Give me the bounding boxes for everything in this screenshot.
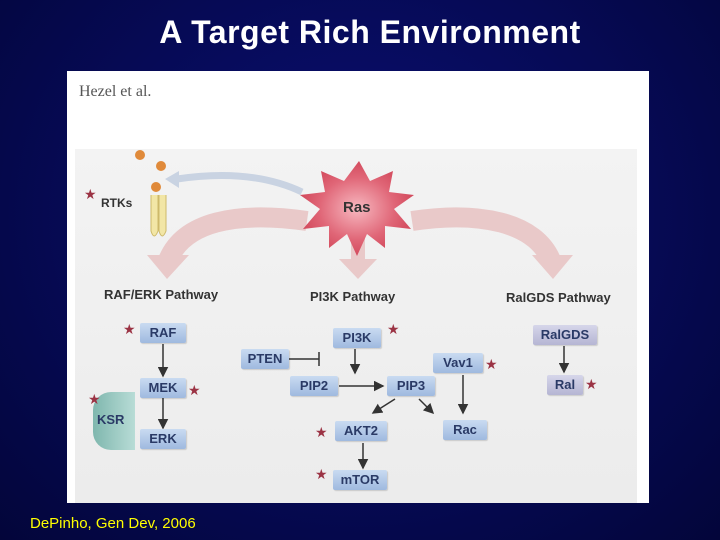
- node-pi3k: PI3K: [333, 328, 381, 348]
- receptor-right-chain: [158, 195, 167, 237]
- node-rac: Rac: [443, 420, 487, 440]
- star-mtor-icon: ★: [315, 466, 328, 482]
- arrow-ras-to-ralgds-head: [532, 255, 573, 279]
- rtks-label: RTKs: [101, 196, 133, 210]
- node-mtor: mTOR: [333, 470, 387, 490]
- citation: DePinho, Gen Dev, 2006: [30, 515, 196, 532]
- star-vav1-icon: ★: [485, 356, 498, 372]
- diagram-graphics: [135, 150, 573, 470]
- node-ral: Ral: [547, 375, 583, 395]
- pathway-ralgds: RalGDS Pathway: [506, 290, 611, 305]
- star-ral-icon: ★: [585, 376, 598, 392]
- arrow-ras-to-rtks: [176, 171, 304, 196]
- arrow-pip3-to-rac: [418, 398, 435, 415]
- arrow-pip3-to-akt2: [371, 398, 396, 414]
- ras-burst: [300, 161, 414, 256]
- node-pten: PTEN: [241, 349, 289, 369]
- star-mek-icon: ★: [188, 382, 201, 398]
- node-mek: MEK: [140, 378, 186, 398]
- arrow-ras-to-raf: [157, 207, 309, 267]
- node-raf: RAF: [140, 323, 186, 343]
- arrow-ras-to-pi3k-head: [339, 259, 377, 279]
- star-pi3k-icon: ★: [387, 321, 400, 337]
- pathway-raf-erk: RAF/ERK Pathway: [104, 287, 219, 302]
- slide-title: A Target Rich Environment: [159, 14, 581, 50]
- node-pip2: PIP2: [290, 376, 338, 396]
- node-vav1: Vav1: [433, 353, 483, 373]
- arrow-ras-to-ralgds: [410, 207, 562, 268]
- node-erk: ERK: [140, 429, 186, 449]
- pathway-pi3k: PI3K Pathway: [310, 289, 396, 304]
- ksr-scaffold: [93, 392, 135, 450]
- star-raf-icon: ★: [123, 321, 136, 337]
- arrow-ras-to-rtks-head: [165, 171, 179, 188]
- ligand-dot-3: [151, 182, 161, 192]
- star-akt2-icon: ★: [315, 424, 328, 440]
- arrow-ras-to-raf-head: [147, 255, 189, 279]
- star-ksr-icon: ★: [88, 391, 101, 407]
- receptor-left-chain: [150, 195, 159, 237]
- ligand-dot-1: [135, 150, 145, 160]
- node-ksr: KSR: [97, 412, 125, 427]
- ras-label: Ras: [343, 199, 371, 216]
- node-ralgds: RalGDS: [533, 325, 597, 345]
- ligand-dot-2: [156, 161, 166, 171]
- star-rtks-icon: ★: [84, 186, 97, 202]
- figure-author: Hezel et al.: [79, 83, 152, 100]
- figure-panel: Hezel et al.: [67, 71, 649, 503]
- node-akt2: AKT2: [335, 421, 387, 441]
- node-pip3: PIP3: [387, 376, 435, 396]
